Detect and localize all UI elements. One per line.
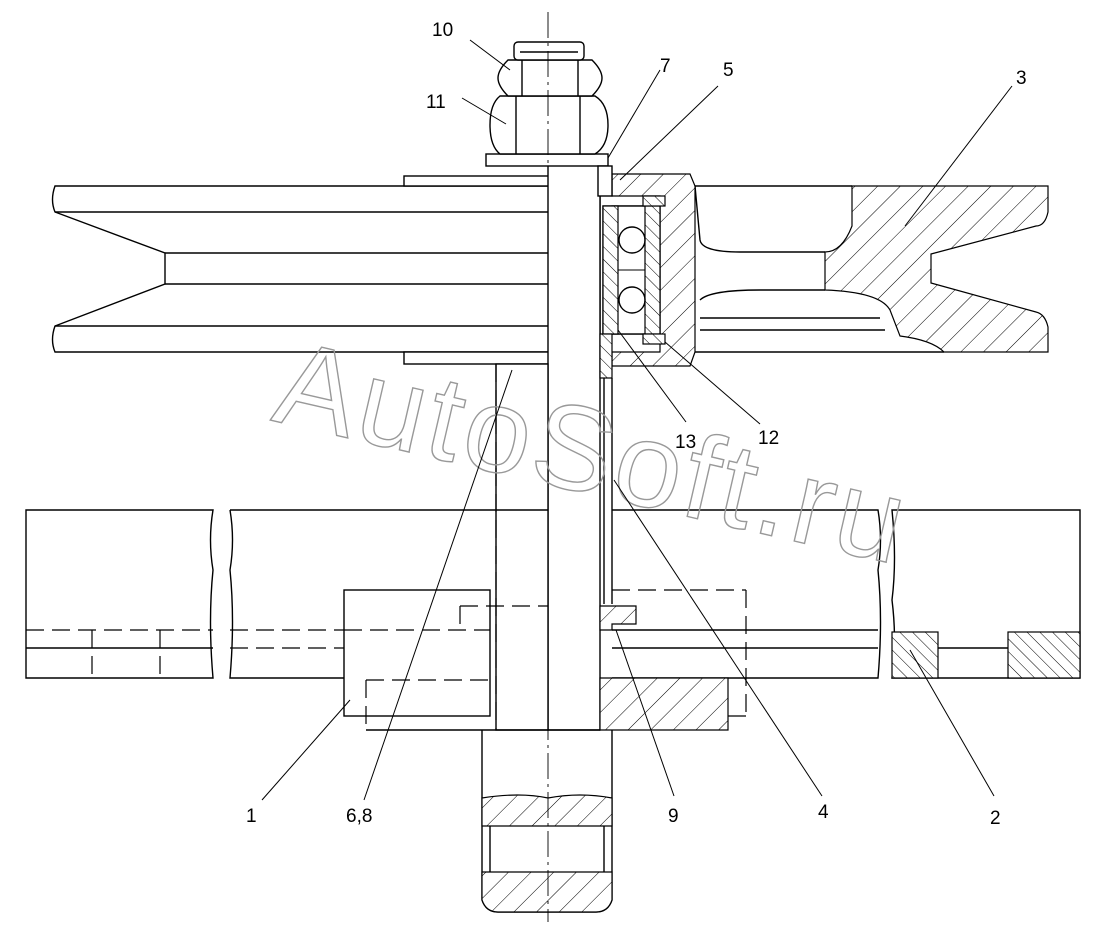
callout-9: 9 [668,806,679,827]
callout-1: 1 [246,806,257,827]
frame-beam [25,509,1081,731]
callout-5: 5 [723,60,734,81]
callout-10: 10 [432,20,453,41]
spacer [495,363,549,731]
callout-3: 3 [1016,68,1027,89]
callout-7: 7 [660,56,671,77]
callout-13: 13 [675,432,696,453]
pulley [51,173,1049,367]
callouts: 10 11 7 5 3 13 12 1 6,8 9 4 2 [246,20,1027,829]
nut-assembly [485,41,613,197]
callout-6-8: 6,8 [346,806,372,827]
bushing [599,589,747,731]
callout-4: 4 [818,802,829,823]
callout-12: 12 [758,428,779,449]
callout-2: 2 [990,808,1001,829]
leader-lines [261,39,1013,801]
lower-hub [481,730,613,913]
callout-11: 11 [426,92,446,113]
